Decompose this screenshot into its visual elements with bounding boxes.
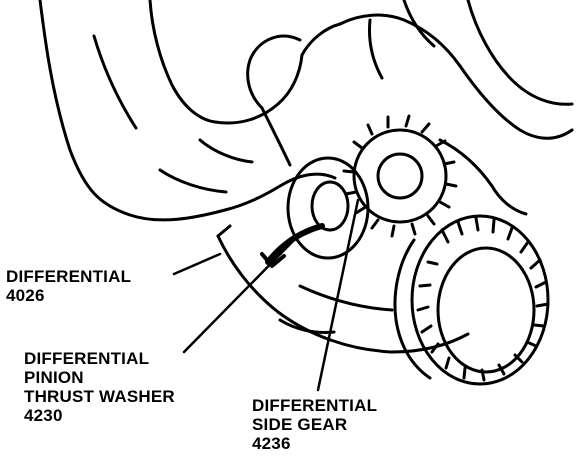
callout-washer-part-number: 4230	[24, 406, 63, 425]
callout-differential-name: DIFFERENTIAL	[6, 267, 132, 286]
right-hand-drawing	[338, 0, 574, 216]
callout-side-gear-line-1: DIFFERENTIAL	[252, 396, 378, 415]
callout-washer-line-1: DIFFERENTIAL	[24, 349, 150, 368]
leader-line-side-gear	[316, 198, 360, 392]
leader-line-thrust-washer	[182, 232, 302, 354]
callout-side-gear-part-number: 4236	[252, 434, 291, 453]
left-hand-drawing	[38, 0, 342, 222]
leader-lines	[172, 198, 360, 392]
callout-differential-part-number: 4026	[6, 286, 45, 305]
ring-gear-drawing	[393, 214, 550, 386]
callout-washer-line-2: PINION	[24, 368, 84, 387]
callout-differential-4026: DIFFERENTIAL 4026	[6, 267, 131, 305]
leader-line-differential	[172, 252, 222, 276]
callout-side-gear-line-2: SIDE GEAR	[252, 415, 348, 434]
differential-case-drawing	[216, 224, 470, 354]
callout-side-gear-4236: DIFFERENTIAL SIDE GEAR 4236	[252, 396, 377, 453]
callout-washer-line-3: THRUST WASHER	[24, 387, 175, 406]
callout-pinion-thrust-washer-4230: DIFFERENTIAL PINION THRUST WASHER 4230	[24, 349, 175, 425]
side-gear-drawing	[342, 114, 458, 238]
